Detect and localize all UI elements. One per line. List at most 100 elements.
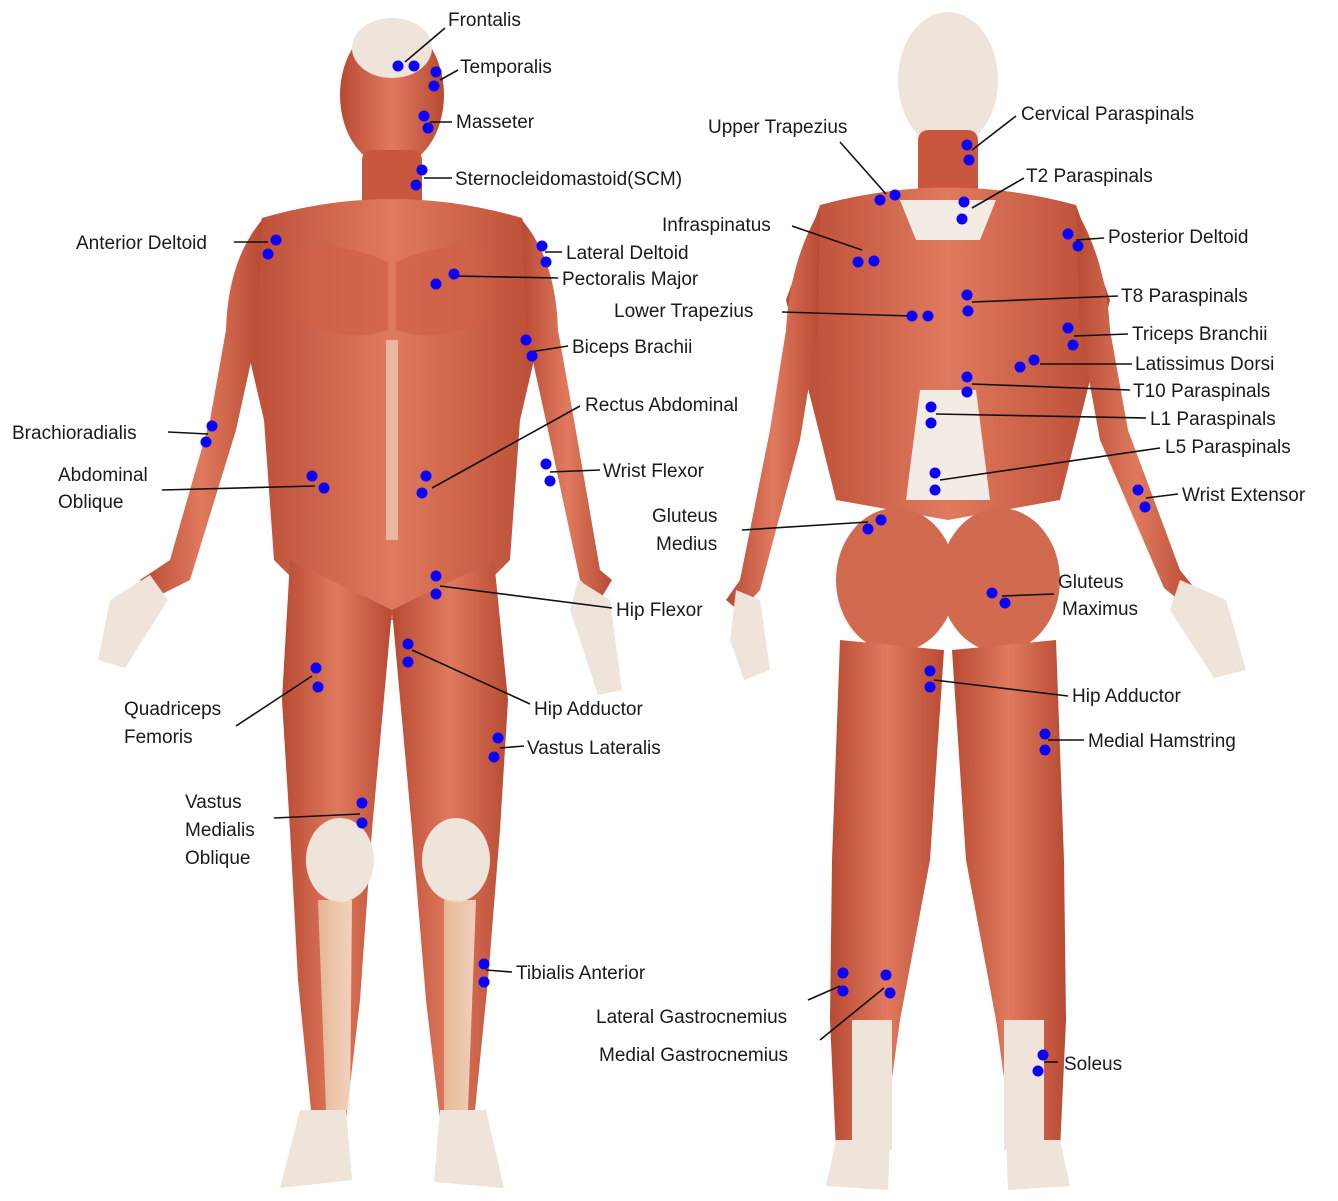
electrode-dot	[493, 733, 504, 744]
electrode-dot	[409, 61, 420, 72]
electrode-dot	[311, 663, 322, 674]
label-brachioradialis: Brachioradialis	[12, 423, 137, 444]
electrode-dot	[926, 402, 937, 413]
electrode-dot	[307, 471, 318, 482]
electrode-dot	[431, 589, 442, 600]
front-right-foot	[280, 1110, 352, 1188]
label-latissimus-dorsi: Latissimus Dorsi	[1135, 354, 1274, 375]
electrode-dot	[417, 165, 428, 176]
electrode-dot	[207, 421, 218, 432]
electrode-dot	[1140, 502, 1151, 513]
back-left-glute	[940, 508, 1060, 652]
label-lateral-gastrocnemius: Lateral Gastrocnemius	[596, 1007, 787, 1028]
electrode-dot	[1000, 598, 1011, 609]
electrode-dot	[964, 155, 975, 166]
electrode-dot	[537, 241, 548, 252]
electrode-dot	[1073, 241, 1084, 252]
front-pectorals	[300, 247, 388, 335]
electrode-dot	[1015, 362, 1026, 373]
electrode-dot	[357, 818, 368, 829]
back-figure	[726, 12, 1246, 1190]
back-head	[898, 12, 998, 148]
back-left-heel	[1006, 1140, 1070, 1190]
electrode-dot	[838, 986, 849, 997]
label-cervical-paraspinals: Cervical Paraspinals	[1021, 104, 1194, 125]
electrode-dot	[541, 459, 552, 470]
electrode-dot	[479, 959, 490, 970]
electrode-dot	[417, 488, 428, 499]
electrode-dot	[853, 257, 864, 268]
label-abdominal-oblique-1: Abdominal	[58, 465, 148, 486]
back-left-achilles	[1004, 1020, 1044, 1150]
electrode-dot	[541, 257, 552, 268]
front-right-knee	[306, 818, 374, 902]
label-medial-gastrocnemius: Medial Gastrocnemius	[599, 1045, 788, 1066]
electrode-dot	[962, 372, 973, 383]
electrode-dot	[1038, 1050, 1049, 1061]
electrode-dot	[431, 67, 442, 78]
electrode-dot	[319, 483, 330, 494]
electrode-dot	[419, 111, 430, 122]
label-vastus-lateralis: Vastus Lateralis	[527, 738, 661, 759]
front-pectorals-right	[396, 247, 484, 335]
label-gluteus-maximus-2: Maximus	[1062, 599, 1138, 620]
electrode-dot	[263, 249, 274, 260]
electrode-dot	[429, 81, 440, 92]
label-lower-trapezius: Lower Trapezius	[614, 301, 753, 322]
front-figure	[98, 18, 622, 1188]
electrode-dot	[521, 335, 532, 346]
label-posterior-deltoid: Posterior Deltoid	[1108, 227, 1248, 248]
electrode-dot	[545, 476, 556, 487]
back-right-glute	[836, 508, 956, 652]
label-hip-adductor-front: Hip Adductor	[534, 699, 643, 720]
back-upper-trap-tendon	[900, 200, 996, 240]
electrode-dot	[863, 524, 874, 535]
electrode-dot	[449, 269, 460, 280]
back-right-arm	[726, 210, 820, 612]
muscle-labels: Frontalis Temporalis Masseter Sternoclei…	[12, 10, 1306, 1075]
electrode-dot	[930, 485, 941, 496]
front-left-knee	[422, 818, 490, 902]
electrode-dot	[962, 140, 973, 151]
back-left-hand	[1170, 580, 1246, 678]
electrode-dot	[987, 588, 998, 599]
electrode-dot	[421, 471, 432, 482]
label-quadriceps-1: Quadriceps	[124, 699, 221, 720]
electrode-dot	[925, 682, 936, 693]
label-temporalis: Temporalis	[460, 57, 552, 78]
electrode-dot	[885, 988, 896, 999]
electrode-dot	[963, 306, 974, 317]
label-quadriceps-2: Femoris	[124, 727, 193, 748]
label-masseter: Masseter	[456, 112, 535, 133]
electrode-dot	[431, 571, 442, 582]
label-gluteus-maximus-1: Gluteus	[1058, 572, 1123, 593]
electrode-dot	[403, 639, 414, 650]
label-l1-paraspinals: L1 Paraspinals	[1150, 409, 1276, 430]
electrode-dot	[271, 235, 282, 246]
electrode-dot	[1133, 485, 1144, 496]
label-lateral-deltoid: Lateral Deltoid	[566, 243, 689, 264]
label-wrist-extensor: Wrist Extensor	[1182, 485, 1306, 506]
electrode-dot	[431, 279, 442, 290]
front-scalp	[352, 18, 432, 78]
label-rectus-abdominal: Rectus Abdominal	[585, 395, 738, 416]
label-hip-adductor-back: Hip Adductor	[1072, 686, 1181, 707]
electrode-dot	[489, 752, 500, 763]
electrode-dot	[930, 468, 941, 479]
electrode-dot	[1063, 229, 1074, 240]
electrode-dot	[890, 190, 901, 201]
label-infraspinatus: Infraspinatus	[662, 215, 771, 236]
electrode-dot	[411, 180, 422, 191]
label-hip-flexor: Hip Flexor	[616, 600, 703, 621]
electrode-dot	[876, 515, 887, 526]
front-right-hand	[98, 575, 168, 668]
back-spine-aponeurosis	[906, 390, 990, 500]
label-soleus: Soleus	[1064, 1054, 1122, 1075]
electrode-dot	[313, 682, 324, 693]
label-gluteus-medius-1: Gluteus	[652, 506, 717, 527]
electrode-dot	[838, 968, 849, 979]
label-abdominal-oblique-2: Oblique	[58, 492, 124, 513]
label-gluteus-medius-2: Medius	[656, 534, 717, 555]
electrode-dot	[926, 418, 937, 429]
